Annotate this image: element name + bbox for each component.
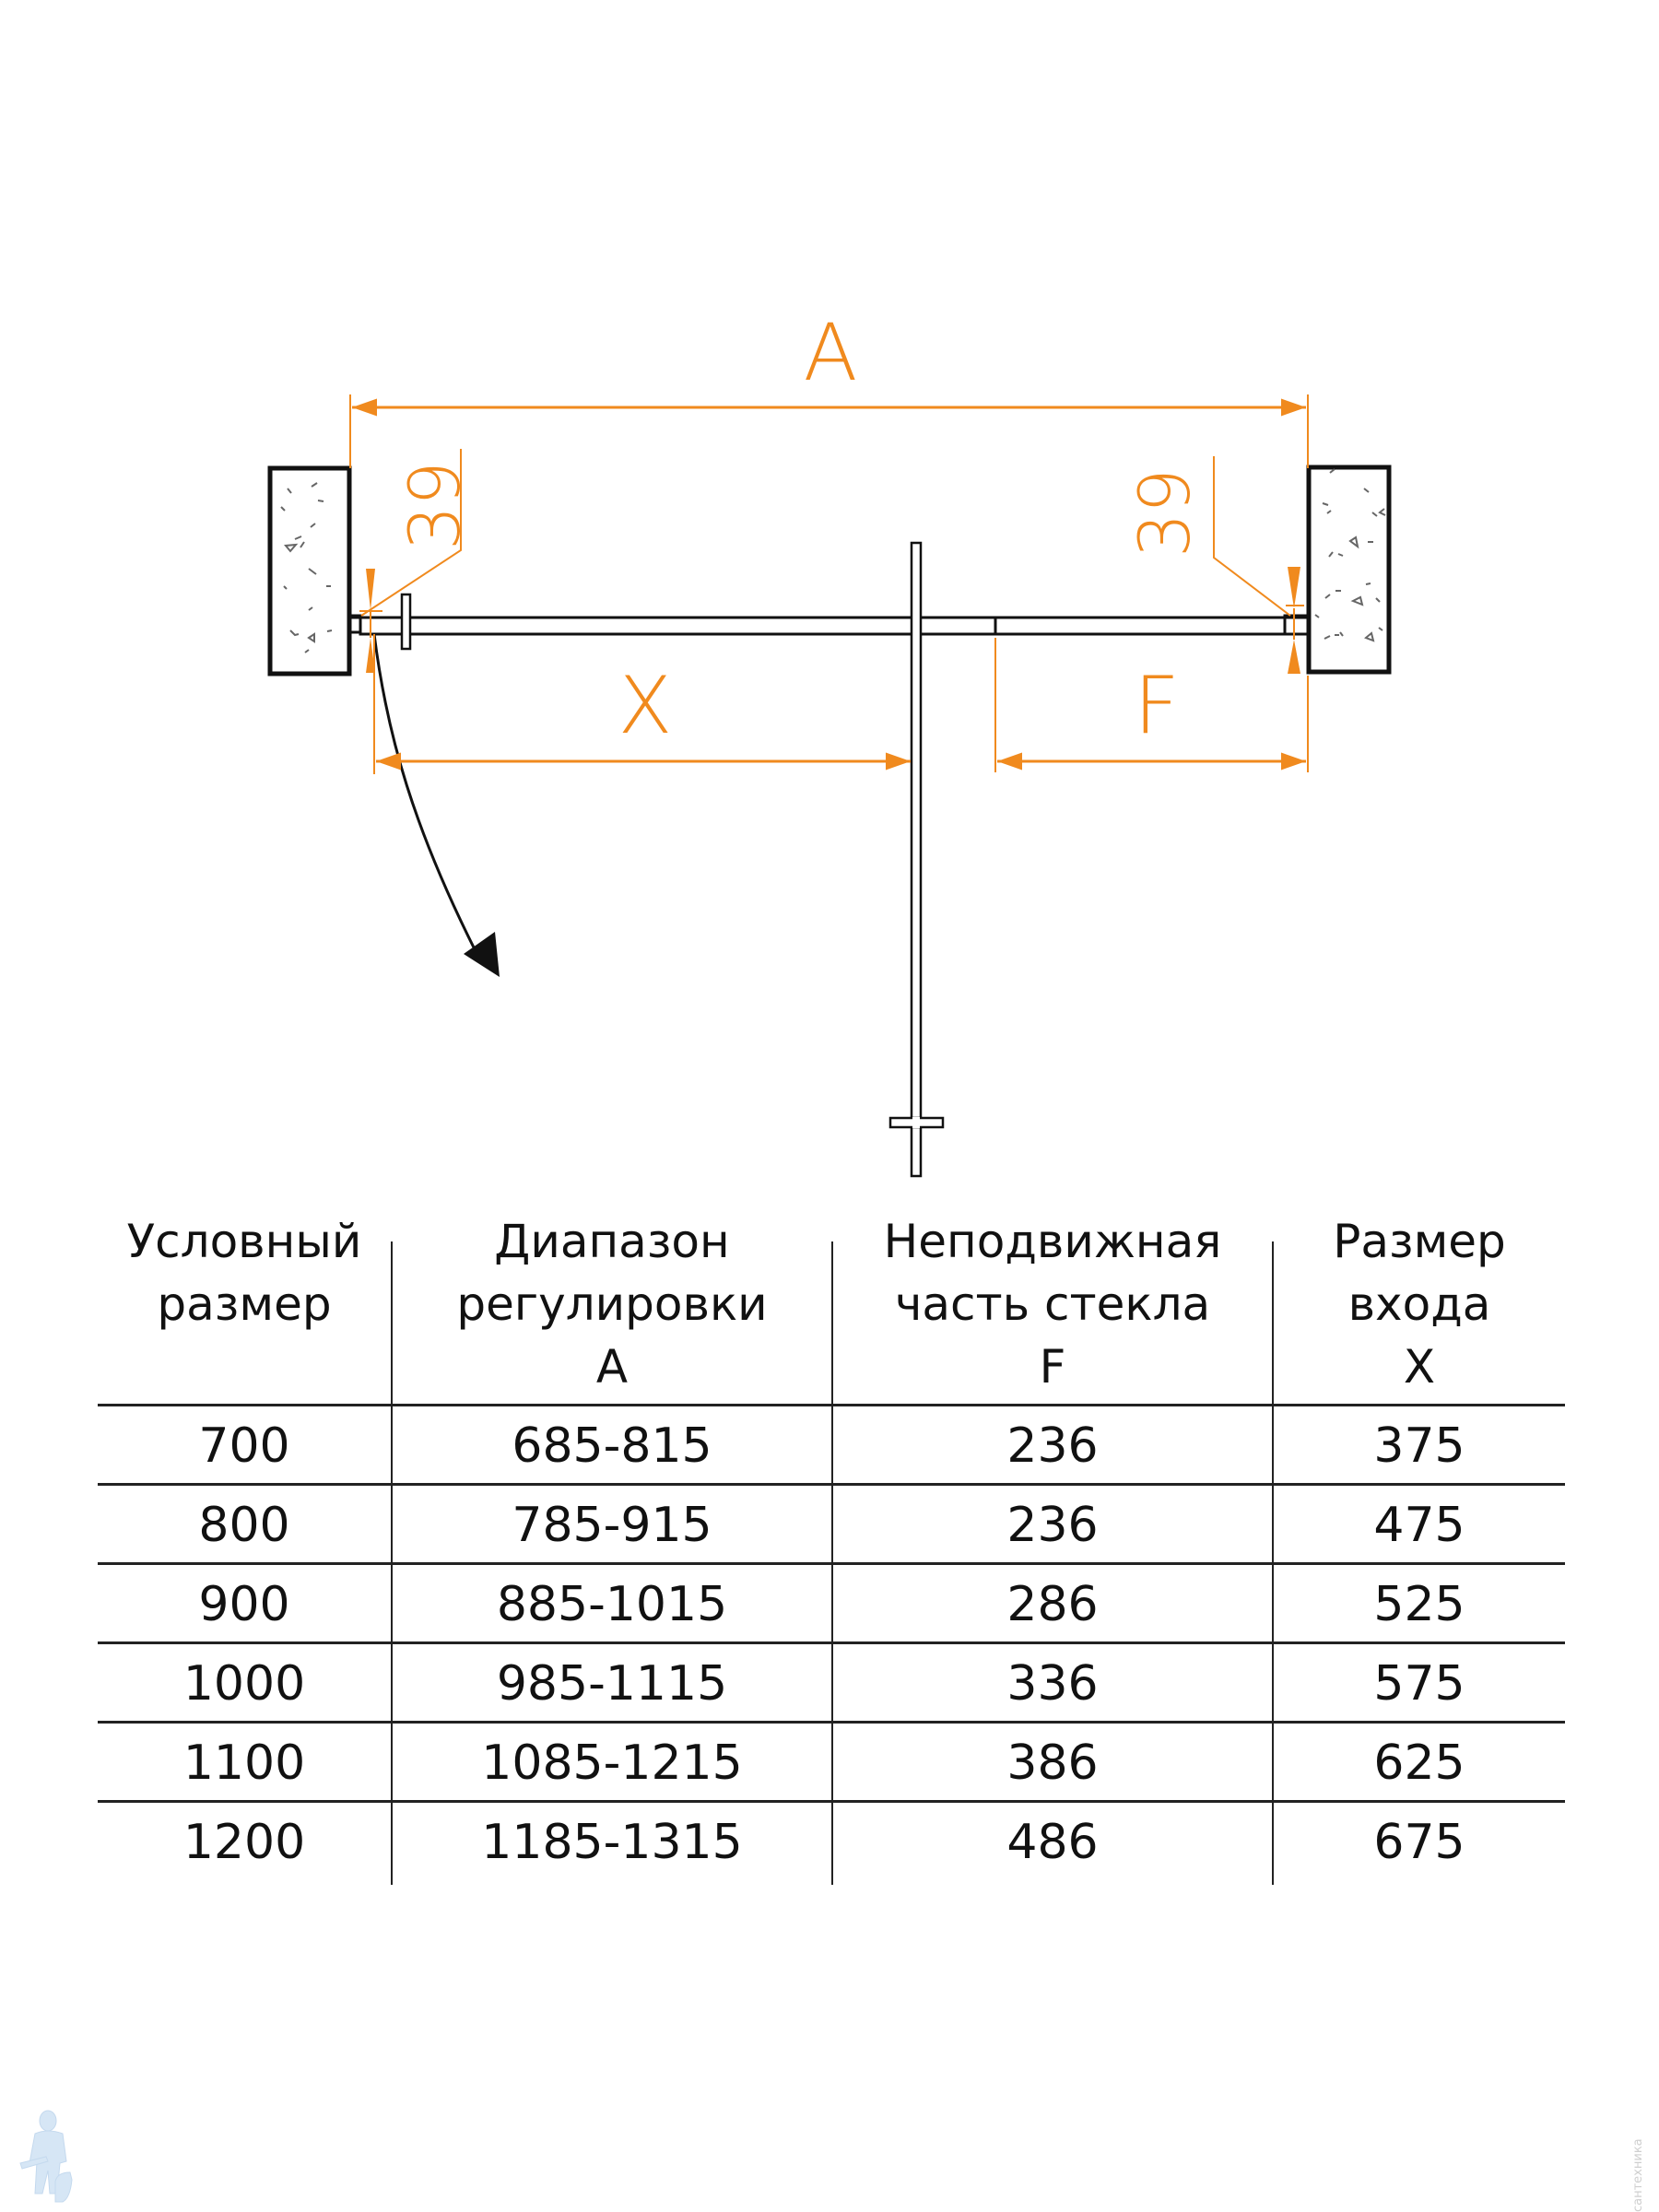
cell-entry-size: 675 — [1272, 1803, 1565, 1885]
left-gap-label: 39 — [394, 461, 476, 550]
door-handle — [400, 593, 412, 651]
cell-fixed-glass: 336 — [831, 1644, 1272, 1721]
table-row: 1000 985-1115 336 575 — [98, 1641, 1565, 1721]
cell-nominal-size: 700 — [198, 1418, 290, 1474]
dimension-a-label: A — [804, 307, 858, 399]
cell-nominal-size: 1000 — [182, 1656, 306, 1712]
plumber-mascot-icon — [19, 2110, 73, 2203]
size-spec-table: Условный размер Диапазон регулировки A Н… — [98, 1203, 1565, 1885]
dimension-x-label: X — [618, 660, 673, 752]
header-adjustment-range: Диапазон регулировки A — [391, 1215, 831, 1404]
table-row: 1200 1185-1315 486 675 — [98, 1800, 1565, 1885]
cell-entry-size: 525 — [1272, 1565, 1565, 1641]
cell-fixed-glass: 386 — [831, 1724, 1272, 1800]
header-nominal-size: Условный размер — [126, 1215, 362, 1331]
table-header-row: Условный размер Диапазон регулировки A Н… — [98, 1203, 1565, 1404]
cell-entry-size: 475 — [1272, 1486, 1565, 1562]
swing-door-glass — [359, 616, 998, 636]
right-wall — [1306, 465, 1392, 675]
header-entry-size: Размер входа X — [1272, 1215, 1565, 1404]
dimension-f-label: F — [1134, 660, 1179, 752]
dimension-right-gap: 39 — [1124, 456, 1304, 674]
dimension-x: X — [373, 634, 911, 774]
cell-fixed-glass: 486 — [831, 1803, 1272, 1885]
header-fixed-glass: Неподвижная часть стекла F — [831, 1215, 1272, 1404]
cell-adjustment-range: 985-1115 — [391, 1644, 831, 1721]
watermark-text: сантехника — [1631, 2138, 1645, 2212]
cell-adjustment-range: 685-815 — [391, 1406, 831, 1483]
cell-fixed-glass: 236 — [831, 1406, 1272, 1483]
table-row: 800 785-915 236 475 — [98, 1483, 1565, 1562]
cell-adjustment-range: 785-915 — [391, 1486, 831, 1562]
table-row: 1100 1085-1215 386 625 — [98, 1721, 1565, 1800]
left-wall — [267, 465, 352, 677]
dimension-f: F — [994, 638, 1309, 772]
dimension-left-gap: 39 — [359, 449, 476, 673]
right-gap-label: 39 — [1124, 468, 1206, 558]
right-wall-profile — [1283, 614, 1309, 636]
cell-adjustment-range: 1185-1315 — [391, 1803, 831, 1885]
table-row: 700 685-815 236 375 — [98, 1404, 1565, 1483]
cell-nominal-size: 1100 — [182, 1735, 306, 1791]
open-door-glass — [910, 541, 923, 1178]
cell-entry-size: 575 — [1272, 1644, 1565, 1721]
cell-nominal-size: 800 — [198, 1498, 290, 1553]
shower-door-plan-drawing: A X F 39 39 — [267, 307, 1392, 1178]
fixed-glass-panel — [994, 616, 1287, 636]
cell-entry-size: 625 — [1272, 1724, 1565, 1800]
table-row: 900 885-1015 286 525 — [98, 1562, 1565, 1641]
cell-entry-size: 375 — [1272, 1406, 1565, 1483]
cell-fixed-glass: 236 — [831, 1486, 1272, 1562]
cell-nominal-size: 900 — [198, 1577, 290, 1632]
cell-fixed-glass: 286 — [831, 1565, 1272, 1641]
door-swing-arrow — [372, 633, 500, 977]
cell-adjustment-range: 885-1015 — [391, 1565, 831, 1641]
cell-nominal-size: 1200 — [182, 1815, 306, 1870]
dimension-a: A — [349, 307, 1309, 468]
cell-adjustment-range: 1085-1215 — [391, 1724, 831, 1800]
